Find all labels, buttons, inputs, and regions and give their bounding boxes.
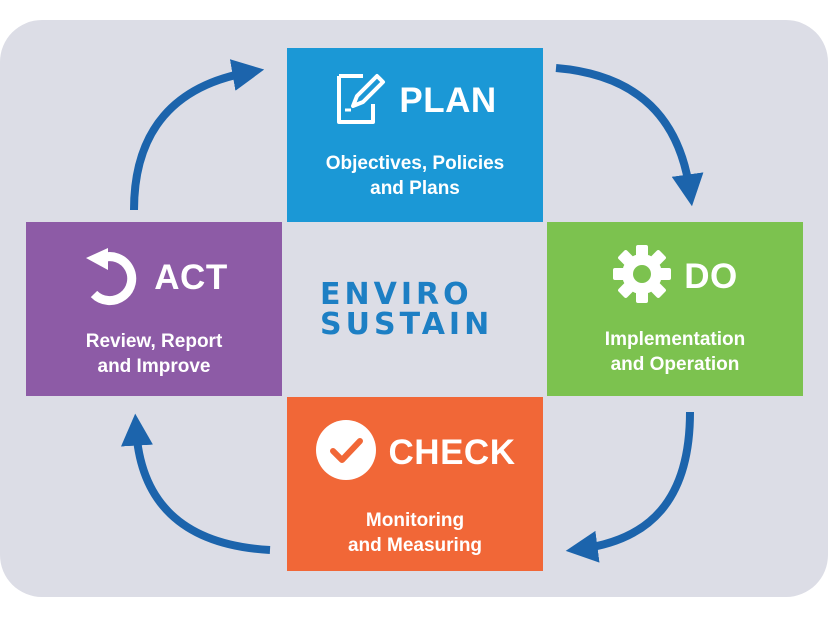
arrow-act-to-plan [130,59,265,211]
plan-title: PLAN [399,80,497,120]
act-description-line1: Review, Report [85,331,223,352]
act-title: ACT [154,257,228,297]
arrow-do-to-check [565,411,694,563]
do-description: Implementation and Operation [547,327,803,377]
check-title: CHECK [388,432,516,472]
act-box: ACT Review, Report and Improve [26,222,282,396]
do-description-line1: Implementation [604,329,746,350]
arrow-plan-to-do [555,64,704,207]
plan-description: Objectives, Policies and Plans [287,151,543,201]
check-description-line1: Monitoring [365,510,465,531]
check-description-line2: and Measuring [347,535,483,556]
undo-arrow-icon [80,244,142,311]
logo-line2: SUSTAIN [320,307,494,342]
check-box: CHECK Monitoring and Measuring [287,397,543,571]
act-description: Review, Report and Improve [26,329,282,379]
checkmark-circle-icon [315,419,377,486]
do-title: DO [684,256,738,296]
act-description-line2: and Improve [97,356,211,377]
do-header: DO [612,244,738,309]
plan-description-line1: Objectives, Policies [325,153,505,174]
plan-description-line2: and Plans [370,178,460,199]
arrow-check-to-act [121,413,271,554]
plan-header: PLAN [333,70,496,131]
gear-icon [612,244,672,309]
do-description-line2: and Operation [610,354,740,375]
do-box: DO Implementation and Operation [547,222,803,396]
edit-document-icon [333,70,387,131]
envirosustain-logo: ENVIRO SUSTAIN [320,280,493,340]
act-header: ACT [80,244,227,311]
logo-line1: ENVIRO [320,277,473,312]
plan-box: PLAN Objectives, Policies and Plans [287,48,543,222]
check-header: CHECK [315,419,516,486]
check-description: Monitoring and Measuring [287,508,543,558]
